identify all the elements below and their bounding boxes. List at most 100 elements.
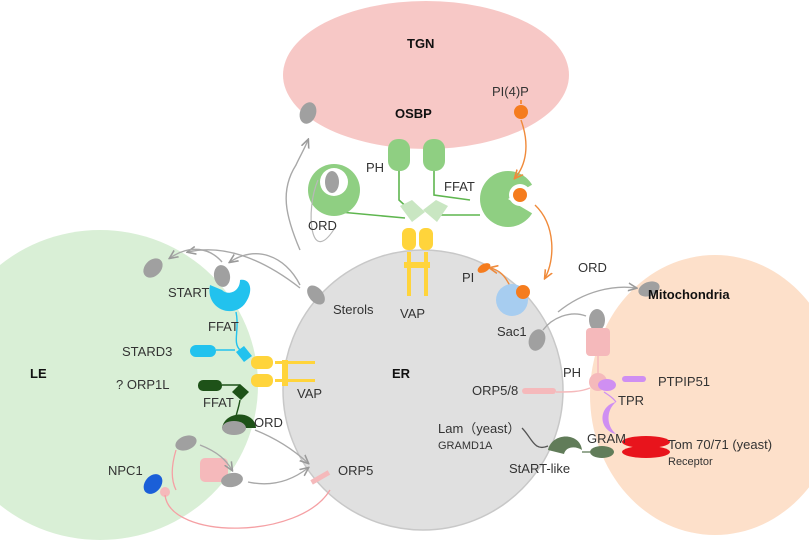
arrow-pi4p-down [515, 119, 527, 178]
arrow-le-mid [199, 444, 232, 470]
vap-left-1 [251, 356, 273, 369]
label-le: LE [30, 366, 47, 381]
tpr-linker [603, 391, 617, 403]
start-domain [209, 279, 251, 312]
stard3-linker [235, 311, 241, 351]
mitochondria-membrane [590, 255, 809, 535]
ord-top-sterol [325, 171, 339, 193]
arrow-ord-cycle [310, 179, 337, 243]
er-membrane [282, 249, 564, 531]
vap-top-1 [402, 228, 416, 250]
orp1l-tm [198, 380, 222, 391]
osbp-ph-domain-left [388, 139, 410, 171]
pi-lipid [477, 263, 491, 273]
arrow-er-to-mito [557, 287, 636, 313]
le-sterol-mid [175, 435, 197, 451]
label-ph-right: PH [563, 365, 581, 380]
mito-sterol-top [638, 281, 660, 297]
stard3-tm [190, 345, 216, 357]
ptpip51-tpr [598, 379, 616, 391]
label-ffat-top: FFAT [444, 179, 475, 194]
orp1l-sterol [222, 421, 246, 435]
label-gramd1a: GRAMD1A [438, 440, 493, 452]
tom71-receptor [622, 446, 670, 458]
label-npc1: NPC1 [108, 463, 143, 478]
label-ffat-le2: FFAT [203, 395, 234, 410]
arrow-sac1-to-pi [490, 268, 511, 287]
tpr-domain [602, 402, 616, 434]
label-gram: GRAM [587, 431, 626, 446]
label-vap-left: VAP [297, 386, 322, 401]
arrow-er-to-start [230, 253, 301, 286]
orp58-sterol-left [528, 329, 546, 351]
label-ffat-le: FFAT [208, 319, 239, 334]
er-sterol [307, 285, 325, 305]
arrow-pi4p-to-sac1 [534, 204, 552, 278]
vap-top-tm-2 [424, 252, 428, 296]
label-start: START [168, 285, 209, 300]
arrow-start-to-le [170, 248, 223, 263]
stard3-ffat [236, 346, 252, 362]
vap-left-tm-1 [275, 361, 315, 364]
label-orp5: ORP5 [338, 463, 373, 478]
npc1-sterol [221, 472, 243, 488]
orp58-linker-er [555, 387, 591, 393]
label-ord-right: ORD [578, 260, 607, 275]
label-tgn: TGN [407, 36, 434, 51]
late-endosome-membrane [0, 230, 258, 540]
orp58-sterol-right [589, 309, 605, 331]
label-tom: Tom 70/71 (yeast) [668, 437, 772, 452]
osbp-dimer-core-2 [423, 200, 448, 222]
npc1-protein [143, 474, 163, 494]
label-mitochondria: Mitochondria [648, 287, 730, 302]
label-orp1l: ? ORP1L [116, 377, 169, 392]
label-lam: Lam（yeast） [438, 421, 520, 436]
label-vap-top: VAP [400, 306, 425, 321]
arrow-sterol-to-tgn [285, 140, 308, 251]
mito-gray-loop [542, 313, 587, 331]
vap-left-2 [251, 374, 273, 387]
label-sac1: Sac1 [497, 324, 527, 339]
sac1-pi4p [516, 285, 530, 299]
tom70-receptor [622, 436, 670, 448]
orp5-tm-left [310, 470, 331, 485]
arrow-npc1-pink-loop [164, 489, 331, 529]
gram-domain [590, 446, 614, 458]
vap-left-tm-2 [275, 379, 315, 382]
arrow-ord-to-er [254, 429, 308, 463]
label-ptpip51: PTPIP51 [658, 374, 710, 389]
start-sterol [213, 265, 231, 287]
label-osbp: OSBP [395, 106, 432, 121]
vap-left-link [282, 360, 288, 386]
arrow-npc1-to-er [247, 468, 308, 485]
tgn-sterol [299, 102, 317, 124]
label-ord-top: ORD [308, 218, 337, 233]
npc2-domain [200, 458, 228, 482]
label-stard3: STARD3 [122, 344, 172, 359]
orp1l-ffat [232, 384, 249, 400]
label-pi: PI [462, 270, 474, 285]
label-pi4p: PI(4)P [492, 84, 529, 99]
vap-top-link [404, 262, 430, 268]
vap-top-2 [419, 228, 433, 250]
ffat-ord-pi4p [513, 188, 527, 202]
label-tpr: TPR [618, 393, 644, 408]
npc1-pink-dot [160, 487, 170, 497]
osbp-dimer-core [400, 200, 425, 222]
ptpip51-tm [622, 376, 646, 382]
label-startlike: StART-like [509, 461, 570, 476]
label-sterols: Sterols [333, 302, 374, 317]
lam-linker [521, 427, 549, 449]
label-receptor: Receptor [668, 456, 713, 468]
le-sterol-top [143, 258, 163, 278]
vap-top-tm-1 [407, 252, 411, 296]
orp58-ord [586, 328, 610, 356]
label-er: ER [392, 366, 411, 381]
label-ord-le: ORD [254, 415, 283, 430]
startlike-domain [548, 436, 582, 454]
label-orp58: ORP5/8 [472, 383, 518, 398]
tgn-membrane [283, 1, 569, 149]
tgn-pi4p [514, 105, 528, 119]
osbp-ph-domain-right [423, 139, 445, 171]
